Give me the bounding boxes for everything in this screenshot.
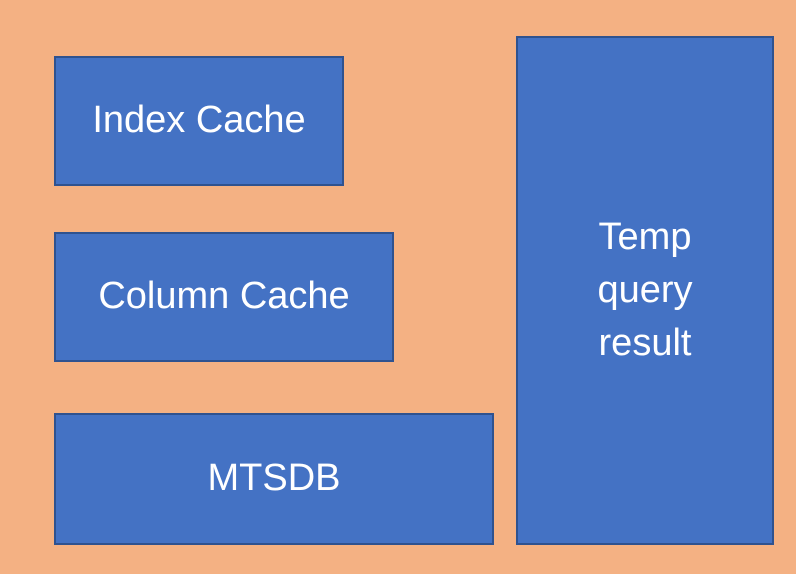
column-cache-label: Column Cache [98, 275, 350, 318]
temp-query-result-box: Temp query result [516, 36, 774, 545]
column-cache-box: Column Cache [54, 232, 394, 362]
temp-query-result-label: Temp query result [597, 215, 693, 365]
mtsdb-label: MTSDB [207, 457, 341, 500]
index-cache-label: Index Cache [92, 99, 306, 142]
mtsdb-box: MTSDB [54, 413, 494, 545]
index-cache-box: Index Cache [54, 56, 344, 186]
